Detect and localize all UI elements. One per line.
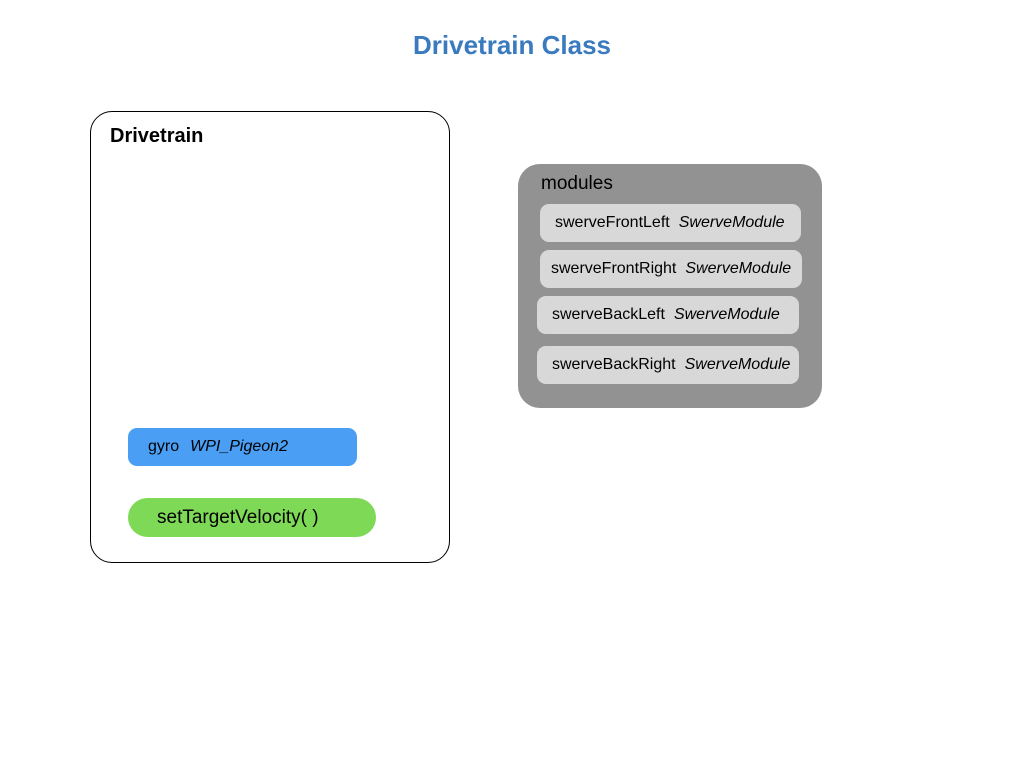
gyro-field-name: gyro xyxy=(148,438,180,455)
gyro-field-type: WPI_Pigeon2 xyxy=(190,438,288,455)
set-target-velocity-method: setTargetVelocity( ) xyxy=(128,498,376,537)
drivetrain-class-box: Drivetrain gyro WPI_Pigeon2 setTargetVel… xyxy=(90,111,450,563)
module-item-type: SwerveModule xyxy=(673,306,780,323)
module-item-back-left: swerveBackLeft SwerveModule xyxy=(537,296,799,334)
gyro-field: gyro WPI_Pigeon2 xyxy=(128,428,357,466)
module-item-back-right: swerveBackRight SwerveModule xyxy=(537,346,799,384)
module-item-type: SwerveModule xyxy=(685,260,792,277)
module-item-front-right: swerveFrontRight SwerveModule xyxy=(540,250,802,288)
diagram-title: Drivetrain Class xyxy=(413,30,611,60)
method-label: setTargetVelocity( ) xyxy=(157,506,319,528)
module-item-name: swerveFrontRight xyxy=(551,260,677,277)
module-item-name: swerveFrontLeft xyxy=(555,214,670,231)
module-item-name: swerveBackLeft xyxy=(552,306,665,323)
drivetrain-class-label: Drivetrain xyxy=(110,125,204,147)
module-item-front-left: swerveFrontLeft SwerveModule xyxy=(540,204,801,242)
modules-label: modules xyxy=(541,173,613,194)
module-item-type: SwerveModule xyxy=(684,356,791,373)
module-item-type: SwerveModule xyxy=(678,214,785,231)
module-item-name: swerveBackRight xyxy=(552,356,676,373)
modules-group: modules swerveFrontLeft SwerveModule swe… xyxy=(518,164,822,408)
